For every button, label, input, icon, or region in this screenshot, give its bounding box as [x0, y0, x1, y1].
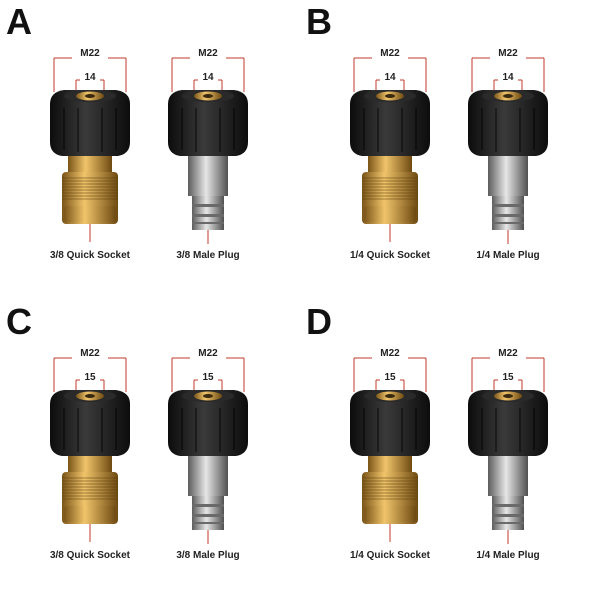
thread-size-label: M22 [198, 48, 218, 59]
socket-caption: 1/4 Quick Socket [349, 250, 431, 261]
male-plug-image [168, 357, 248, 544]
thread-size-label: M22 [80, 48, 100, 59]
thread-size-label: M22 [198, 348, 218, 359]
male-plug-fitting: M22 15 [458, 300, 558, 600]
bore-size-label: 15 [502, 372, 514, 383]
socket-caption: 3/8 Quick Socket [49, 550, 131, 561]
quick-socket-fitting: M22 15 [340, 300, 440, 600]
quick-socket-fitting: M22 14 [40, 0, 140, 300]
male-plug-fitting: M22 15 [158, 300, 258, 600]
panel-a: A M22 14 [0, 0, 300, 300]
panel-c: C M22 15 [0, 300, 300, 600]
plug-caption: 1/4 Male Plug [476, 250, 540, 261]
bore-size-label: 14 [84, 72, 96, 83]
rubber-nut [168, 390, 248, 456]
rubber-nut [468, 90, 548, 156]
male-plug-image [168, 57, 248, 244]
plug-caption: 1/4 Male Plug [476, 550, 540, 561]
male-plug-fitting: M22 14 [458, 0, 558, 300]
quick-socket-image [50, 57, 130, 242]
quick-socket-fitting: M22 14 [340, 0, 440, 300]
socket-caption: 3/8 Quick Socket [49, 250, 131, 261]
bore-size-label: 14 [384, 72, 396, 83]
quick-socket-image [50, 357, 130, 542]
rubber-nut [50, 90, 130, 156]
rubber-nut [50, 390, 130, 456]
quick-socket-image [350, 57, 430, 242]
panel-d: D M22 15 [300, 300, 600, 600]
plug-caption: 3/8 Male Plug [176, 250, 240, 261]
male-plug-image [468, 57, 548, 244]
thread-size-label: M22 [380, 48, 400, 59]
panel-letter: B [306, 1, 332, 42]
quick-socket-image [350, 357, 430, 542]
plug-caption: 3/8 Male Plug [176, 550, 240, 561]
thread-size-label: M22 [498, 48, 518, 59]
panel-b: B M22 14 [300, 0, 600, 300]
thread-size-label: M22 [380, 348, 400, 359]
rubber-nut [168, 90, 248, 156]
thread-size-label: M22 [498, 348, 518, 359]
male-plug-fitting: M22 14 [158, 0, 258, 300]
bore-size-label: 15 [84, 372, 96, 383]
bore-size-label: 14 [502, 72, 514, 83]
rubber-nut [468, 390, 548, 456]
thread-size-label: M22 [80, 348, 100, 359]
panel-letter: C [6, 301, 32, 342]
male-plug-image [468, 357, 548, 544]
bore-size-label: 14 [202, 72, 214, 83]
bore-size-label: 15 [384, 372, 396, 383]
quick-socket-fitting: M22 15 [40, 300, 140, 600]
rubber-nut [350, 90, 430, 156]
rubber-nut [350, 390, 430, 456]
socket-caption: 1/4 Quick Socket [349, 550, 431, 561]
bore-size-label: 15 [202, 372, 214, 383]
panel-letter: D [306, 301, 332, 342]
panel-letter: A [6, 1, 32, 42]
